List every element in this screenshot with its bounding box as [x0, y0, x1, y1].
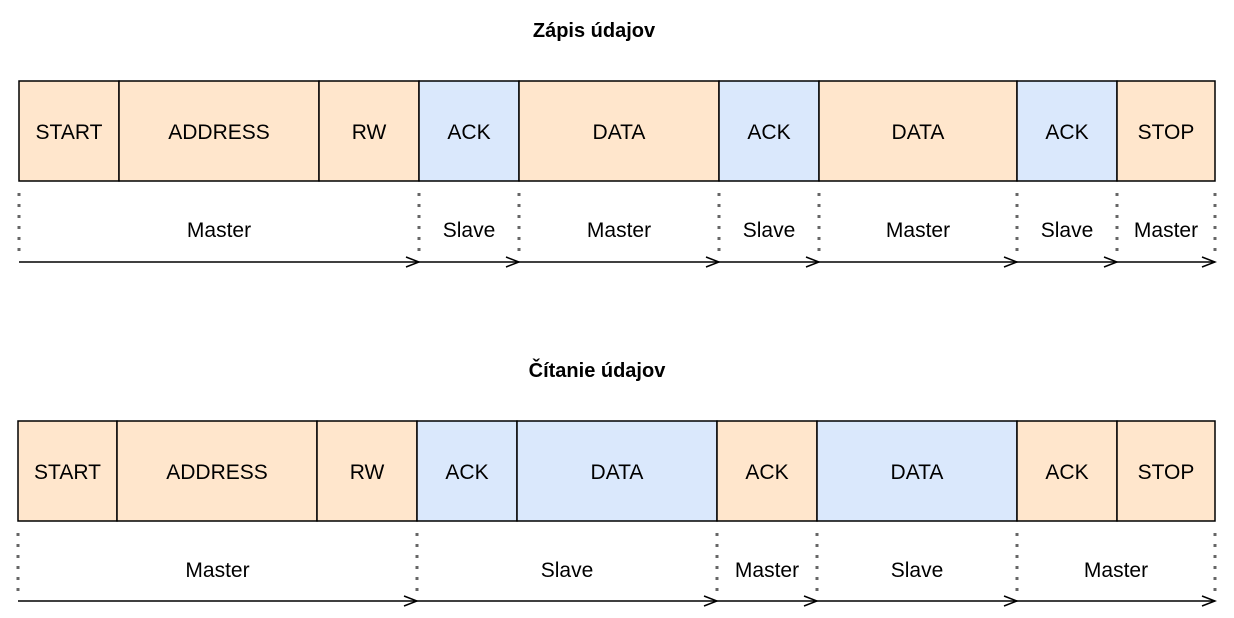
frame-cell-label: ADDRESS: [166, 461, 268, 484]
frame-cell-label: DATA: [891, 461, 944, 484]
frame-cell-rw: [316, 420, 418, 522]
frame-cell-data: [518, 80, 720, 182]
frame-cell-label: START: [34, 461, 101, 484]
write-role-timeline: Master Slave Master Slave Master Slave Master: [17, 193, 1215, 262]
frame-cell-label: RW: [350, 461, 385, 484]
frame-cell-label: DATA: [593, 121, 646, 144]
frame-cell-ack: [418, 80, 520, 182]
role-label-slave: Slave: [891, 559, 944, 582]
frame-cell-data: [516, 420, 718, 522]
write-frame: START ADDRESS RW ACK DATA ACK DATA ACK STOP: [18, 80, 1216, 182]
write-title: Zápis údajov: [533, 20, 656, 42]
frame-cell-label: ACK: [745, 461, 788, 484]
frame-cell-address: [116, 420, 318, 522]
frame-cell-ack: [416, 420, 518, 522]
frame-cell-address: [118, 80, 320, 182]
frame-cell-label: ACK: [447, 121, 490, 144]
frame-cell-label: ACK: [1045, 121, 1088, 144]
read-title: Čítanie údajov: [529, 358, 667, 382]
role-label-master: Master: [735, 559, 799, 582]
role-label-master: Master: [1134, 219, 1198, 242]
frame-cell-ack: [718, 80, 820, 182]
role-label-slave: Slave: [1041, 219, 1094, 242]
frame-cell-label: DATA: [591, 461, 644, 484]
frame-cell-data: [816, 420, 1018, 522]
role-label-slave: Slave: [443, 219, 496, 242]
frame-cell-label: ACK: [445, 461, 488, 484]
frame-cell-stop: [1116, 420, 1216, 522]
frame-cell-ack: [1016, 420, 1118, 522]
frame-cell-label: STOP: [1138, 121, 1195, 144]
read-frame: START ADDRESS RW ACK DATA ACK DATA ACK STOP: [17, 420, 1216, 522]
frame-cell-label: ACK: [747, 121, 790, 144]
role-label-master: Master: [1084, 559, 1148, 582]
frame-cell-data: [818, 80, 1018, 182]
frame-cell-label: ACK: [1045, 461, 1088, 484]
role-label-slave: Slave: [541, 559, 594, 582]
role-label-master: Master: [886, 219, 950, 242]
role-label-master: Master: [587, 219, 651, 242]
frame-cell-stop: [1116, 80, 1216, 182]
frame-cell-start: [18, 80, 120, 182]
frame-cell-label: START: [36, 121, 103, 144]
frame-cell-label: ADDRESS: [168, 121, 270, 144]
frame-cell-rw: [318, 80, 420, 182]
frame-cell-ack: [716, 420, 818, 522]
frame-cell-ack: [1016, 80, 1118, 182]
frame-cell-label: STOP: [1138, 461, 1195, 484]
frame-cell-label: RW: [352, 121, 387, 144]
read-role-timeline: Master Slave Master Slave Master: [16, 533, 1215, 601]
role-label-master: Master: [187, 219, 251, 242]
role-label-slave: Slave: [743, 219, 796, 242]
role-label-master: Master: [185, 559, 249, 582]
frame-cell-label: DATA: [892, 121, 945, 144]
